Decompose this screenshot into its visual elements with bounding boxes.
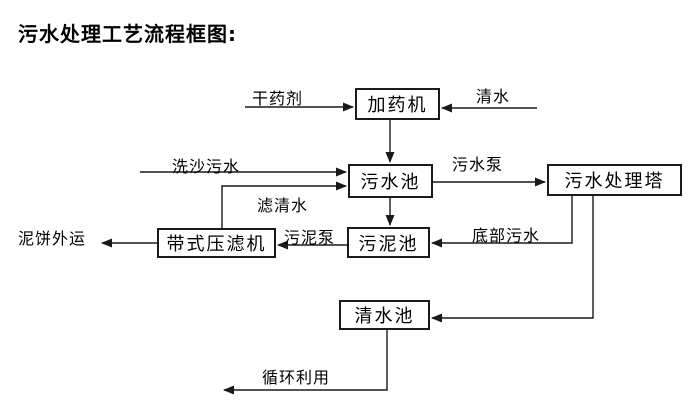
arrow-bottom-sewage-tower-to-sludge-pool (431, 196, 573, 248)
node-sewage-treatment-tower: 污水处理塔 (547, 164, 682, 196)
edge-label-filtered-water: 滤清水 (257, 196, 309, 215)
node-dosing-machine: 加药机 (355, 88, 440, 120)
edge-label-recycle-reuse: 循环利用 (262, 368, 331, 387)
node-belt-filter-press: 带式压滤机 (157, 228, 276, 258)
node-sludge-pool: 污泥池 (347, 227, 430, 258)
node-clear-water-pool: 清水池 (339, 300, 430, 330)
edge-label-sewage-pump: 污水泵 (452, 155, 504, 174)
arrow-filtered-water-press-to-sewage-pool (221, 181, 347, 228)
edge-label-bottom-sewage: 底部污水 (472, 226, 541, 245)
edge-label-dry-agent: 干药剂 (252, 89, 304, 108)
edge-label-sand-washing-sewage: 洗沙污水 (172, 157, 241, 176)
edge-label-clear-water: 清水 (476, 87, 511, 106)
edge-label-mud-cake-outbound: 泥饼外运 (18, 229, 87, 248)
edge-label-sludge-pump: 污泥泵 (284, 228, 336, 247)
arrow-clear-water-pool-to-recycle (223, 330, 388, 395)
page-title: 污水处理工艺流程框图: (18, 22, 237, 46)
arrow-tower-to-clear-water-pool (431, 196, 594, 323)
node-sewage-pool: 污水池 (348, 164, 433, 198)
